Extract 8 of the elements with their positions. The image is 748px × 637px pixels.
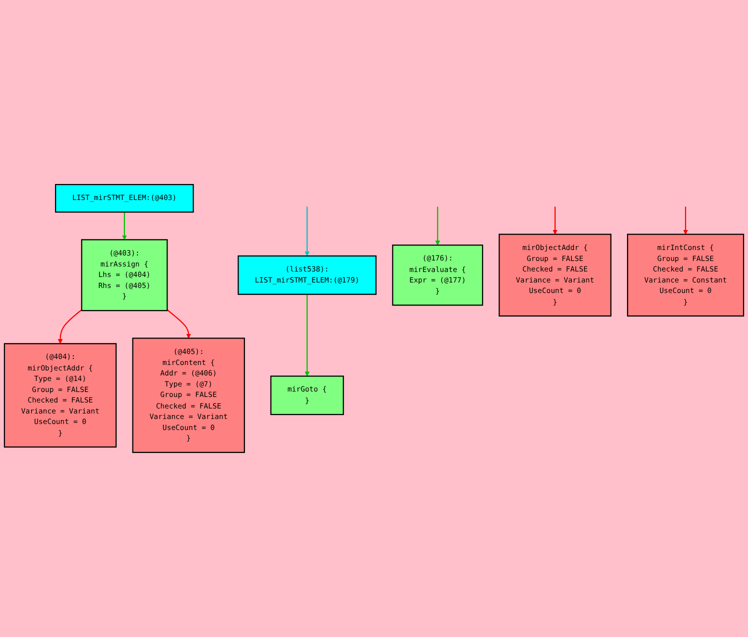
arrow <box>122 212 127 240</box>
arrow <box>683 206 688 235</box>
arrow <box>304 294 310 376</box>
arrow <box>304 206 310 256</box>
arrow <box>166 309 192 338</box>
arrow <box>58 309 82 344</box>
arrow <box>552 206 558 235</box>
arrow <box>435 206 440 246</box>
